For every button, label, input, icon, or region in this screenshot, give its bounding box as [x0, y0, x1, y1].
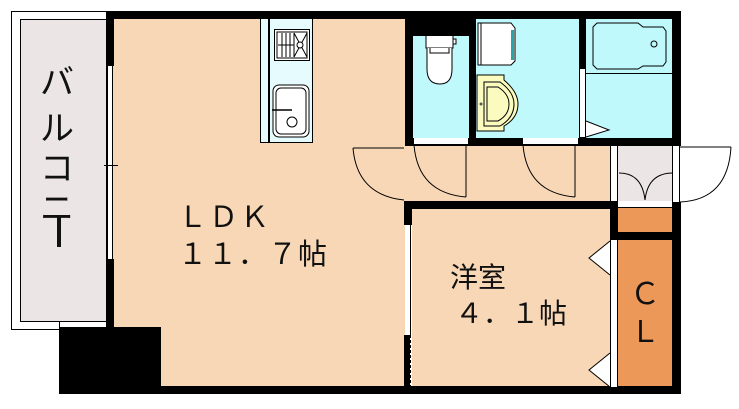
ldk-size: １１．７帖 [178, 237, 329, 271]
balcony-label-5 [57, 215, 61, 247]
closet-label-c: Ｃ [630, 277, 660, 312]
door-swing-ldk [352, 147, 405, 201]
sliding-door-dash [410, 280, 411, 388]
wall-ldk-left-bottom [106, 259, 114, 389]
wall-right-lower [672, 202, 681, 394]
kitchen-sink-icon [272, 84, 310, 138]
entrance-frame-right [672, 146, 680, 202]
door-swing-toilet [413, 144, 467, 198]
washing-machine-icon [477, 22, 516, 66]
wash-basin-icon [476, 74, 519, 132]
western-room-name: 洋室 [450, 261, 507, 294]
wall-toilet-top [405, 11, 475, 36]
bathtub-icon [592, 22, 667, 70]
pillar [59, 327, 161, 393]
window-left [107, 66, 113, 259]
wall-wash-bath [579, 11, 586, 68]
entrance-step [618, 201, 672, 208]
folding-door-icon [585, 120, 611, 138]
closet-upper [618, 208, 672, 232]
wall-closet-mid [610, 232, 680, 240]
stove-icon [274, 29, 310, 61]
closet-door-lower [588, 352, 611, 388]
wall-closet-left [610, 201, 618, 240]
door-swing-entrance [679, 146, 732, 203]
balcony-label-1: バ [40, 63, 74, 103]
wash-door-opening [522, 138, 579, 145]
wall-toilet-wash [469, 11, 476, 146]
wall-ldk-left-top [106, 11, 114, 66]
closet-door-frame [610, 240, 618, 387]
room-bathroom [586, 19, 672, 139]
balcony-label-2: ル [40, 109, 74, 149]
entrance-frame-left [610, 146, 618, 202]
toilet-door-opening [413, 138, 469, 145]
balcony-label-3: コ [40, 149, 74, 189]
wall-ldk-right [404, 201, 412, 225]
toilet-icon [425, 33, 457, 85]
wall-ldk-right-lower [404, 335, 410, 390]
wall-hall-bottom [405, 201, 618, 209]
wall-right [672, 11, 681, 146]
western-room-size: ４．１帖 [455, 297, 568, 330]
bathroom-divider [585, 73, 673, 74]
door-swing-washroom [522, 144, 576, 198]
ldk-name: ＬＤＫ [178, 200, 272, 234]
wall-top [106, 11, 681, 19]
wall-toilet-left [405, 11, 413, 146]
room-western [412, 208, 612, 389]
closet-door-upper [588, 240, 611, 276]
bath-door-jamb [579, 68, 586, 138]
balcony [20, 19, 107, 322]
room-closet [618, 240, 672, 389]
wall-bottom [59, 386, 680, 394]
window-mark [104, 165, 118, 166]
hallway [408, 145, 613, 202]
door-swing-shoe-cabinet [618, 172, 674, 201]
closet-label-l: Ｌ [630, 315, 660, 350]
